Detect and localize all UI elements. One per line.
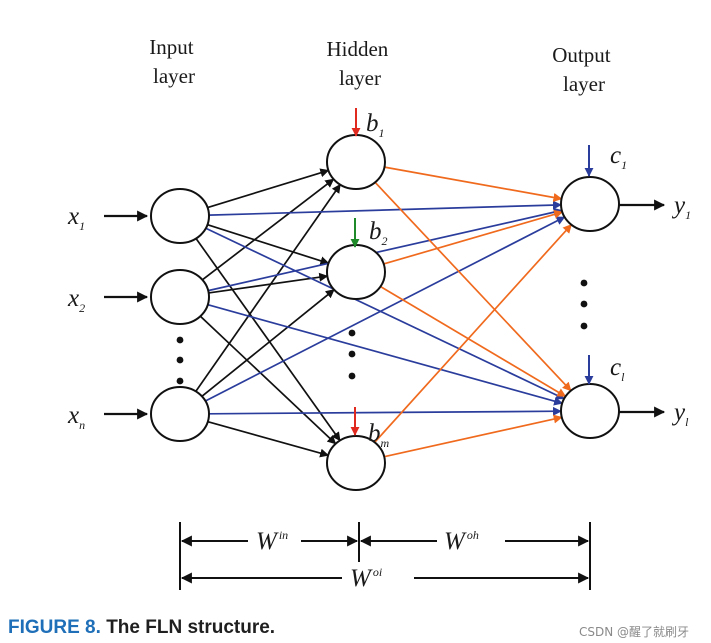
- input-node-3: [150, 386, 210, 442]
- output-bias-label-cl: cl: [610, 354, 625, 384]
- edge-input-1-output-1: [208, 200, 562, 217]
- edge-input-2-output-1: [207, 207, 563, 292]
- input-label-x1: x1: [67, 203, 85, 233]
- edge-input-2-hidden-2: [208, 272, 329, 294]
- edge-hidden-2-output-1: [383, 209, 564, 265]
- watermark: CSDN @醒了就刷牙: [579, 625, 690, 639]
- input-label-x2: x2: [67, 285, 85, 315]
- bias-label-b2: b2: [369, 218, 388, 248]
- figure-title: The FLN structure.: [106, 617, 276, 638]
- figure-number: FIGURE 8.: [8, 617, 101, 638]
- edge-hidden-3-output-1: [374, 223, 572, 443]
- hidden-node-1: [326, 134, 386, 190]
- edge-hidden-2-output-2: [380, 285, 567, 398]
- edge-hidden-1-output-1: [384, 166, 563, 202]
- output-label-yl: yl: [671, 399, 689, 429]
- edge-input-3-hidden-3: [207, 420, 330, 458]
- edge-input-2-hidden-3: [199, 315, 337, 445]
- edge-input-1-output-2: [205, 227, 565, 400]
- edge-input-1-hidden-3: [195, 238, 341, 442]
- input-label-xn: xn: [67, 402, 85, 432]
- bias-label-b1: b1: [366, 110, 385, 140]
- edge-input-1-hidden-1: [207, 168, 330, 209]
- input-node-2: [150, 269, 210, 325]
- ellipsis-dots: [176, 279, 588, 385]
- input-arrows: [104, 210, 149, 420]
- weight-dimensions: [179, 522, 591, 590]
- hidden-bias-arrows: [350, 108, 361, 436]
- output-arrows: [619, 199, 666, 418]
- edge-hidden-1-output-2: [374, 181, 572, 392]
- output-node-1: [560, 176, 620, 232]
- input-node-1: [150, 188, 210, 244]
- nodes: [150, 134, 620, 491]
- bias-label-bm: bm: [368, 420, 390, 450]
- edge-input-1-hidden-2: [207, 223, 330, 266]
- edge-input-2-output-2: [207, 303, 564, 406]
- edge-input-2-hidden-1: [201, 178, 335, 281]
- figure-caption: FIGURE 8. The FLN structure.: [8, 617, 275, 639]
- output-layer-label: Output layer: [552, 43, 616, 96]
- output-label-y1: y1: [671, 192, 691, 222]
- edge-hidden-3-output-2: [384, 414, 563, 458]
- hidden-node-2: [326, 244, 386, 300]
- output-bias-label-c1: c1: [610, 142, 627, 172]
- hidden-layer-label: Hidden layer: [326, 37, 393, 90]
- connections: [195, 166, 572, 458]
- edge-input-3-hidden-2: [201, 289, 335, 397]
- edge-input-3-output-1: [205, 216, 566, 402]
- edge-input-3-output-2: [208, 406, 562, 416]
- input-layer-label: Input layer: [149, 35, 199, 88]
- edge-input-3-hidden-1: [195, 183, 341, 392]
- output-node-2: [560, 383, 620, 439]
- hidden-node-3: [326, 435, 386, 491]
